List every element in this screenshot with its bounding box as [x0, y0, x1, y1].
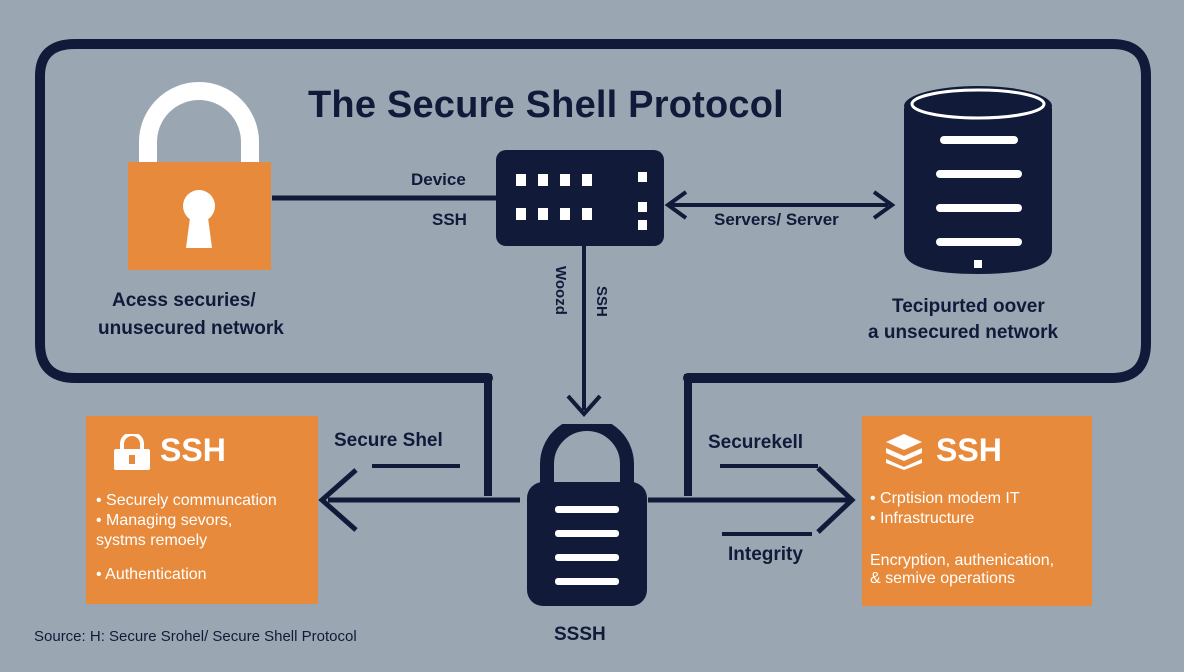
right-card-item: & semive operations: [870, 570, 1015, 587]
lock-small-icon: [114, 434, 150, 470]
left-ssh-card: SSH • Securely communcation • Managing s…: [86, 416, 318, 604]
outer-loop-line: [35, 39, 1151, 383]
right-arrow-label-top: Securekell: [708, 432, 804, 453]
right-card-heading: SSH: [936, 432, 1002, 468]
right-card-item: • Infrastructure: [870, 510, 975, 527]
left-arrow-label: Secure Shel: [334, 430, 443, 451]
diagram-title: The Secure Shell Protocol: [308, 84, 784, 126]
servers-label: Servers/ Server: [714, 210, 839, 229]
right-card-item: Encryption, authenication,: [870, 552, 1055, 569]
left-card-item: systms remoely: [96, 532, 208, 549]
top-left-caption-line2: unusecured network: [98, 318, 284, 339]
top-right-caption-line2: a unsecured network: [868, 322, 1059, 343]
vertical-label-left: Woozd: [552, 266, 569, 315]
right-arrow-label-bottom: Integrity: [728, 544, 803, 565]
top-left-caption-line1: Acess securies/: [112, 290, 256, 311]
padlock-server-icon: [527, 424, 647, 606]
top-right-caption-line1: Tecipurted oover: [892, 296, 1045, 317]
left-card-item: • Authentication: [96, 566, 207, 583]
right-ssh-card: SSH • Crptision modem IT • Infrastructur…: [862, 416, 1092, 606]
vertical-label-right: SSH: [593, 286, 610, 317]
left-card-heading: SSH: [160, 432, 226, 468]
database-server-icon: [904, 86, 1052, 274]
right-card-item: • Crptision modem IT: [870, 490, 1020, 507]
ssh-label: SSH: [432, 210, 467, 229]
bottom-server-label: SSSH: [554, 624, 606, 645]
left-card-item: • Securely communcation: [96, 492, 277, 509]
source-caption: Source: H: Secure Srohel/ Secure Shell P…: [34, 628, 357, 645]
left-card-item: • Managing sevors,: [96, 512, 233, 529]
device-label: Device: [411, 170, 466, 189]
device-icon: [496, 150, 664, 246]
padlock-icon: [128, 82, 271, 270]
stack-icon: [886, 434, 922, 470]
